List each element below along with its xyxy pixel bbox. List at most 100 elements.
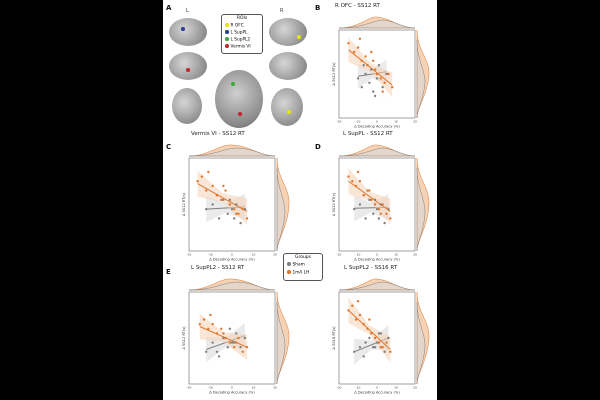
data-point-stim <box>377 207 381 211</box>
data-point-stim <box>241 350 244 353</box>
data-point-sham <box>243 207 247 211</box>
data-point-stim <box>235 212 238 215</box>
data-point-stim <box>215 194 219 197</box>
roi-legend-title: ROIs <box>236 16 248 21</box>
top-density-sham <box>338 19 416 29</box>
data-point-stim <box>245 217 249 220</box>
data-point-stim <box>347 42 350 45</box>
x-tick-label: 20 <box>413 253 417 257</box>
data-point-stim <box>237 336 240 340</box>
data-point-sham <box>373 94 377 98</box>
groups-legend-label: Sham <box>292 262 305 268</box>
data-point-stim <box>356 46 360 49</box>
data-point-stim <box>235 341 238 344</box>
data-point-sham <box>226 346 229 349</box>
x-tick-label: -20 <box>187 253 192 257</box>
data-point-sham <box>370 68 373 71</box>
data-point-sham <box>368 198 371 202</box>
data-point-stim <box>373 336 377 340</box>
data-point-sham <box>360 86 363 89</box>
panel-d-title: L SupPL - SS12 RT <box>343 131 393 137</box>
y-axis-label: Δ SS12 RT(s) <box>182 326 186 350</box>
data-point-stim <box>347 309 350 312</box>
data-point-stim <box>370 50 373 54</box>
data-point-sham <box>228 198 232 202</box>
y-axis-label: Δ SS12 RT(s) <box>182 192 186 216</box>
data-point-sham <box>372 212 375 215</box>
green-dot-icon <box>225 37 229 41</box>
data-point-stim <box>354 318 358 321</box>
y-axis-label: Δ SS12 RT(s) <box>332 62 336 86</box>
brain-axial-left-image <box>172 88 202 124</box>
groups-legend-title: Groups <box>294 255 312 260</box>
data-point-sham <box>383 350 386 353</box>
data-point-stim <box>228 341 232 344</box>
x-axis-label: Δ Decoding Accuracy (%) <box>354 125 400 129</box>
data-point-stim <box>224 336 227 340</box>
right-density-sham <box>416 301 426 385</box>
data-point-stim <box>381 90 384 93</box>
data-point-stim <box>211 184 214 188</box>
data-point-sham <box>205 350 208 353</box>
data-point-sham <box>232 217 236 220</box>
right-density-sham <box>276 301 286 385</box>
data-point-sham <box>217 355 221 358</box>
data-point-stim <box>385 212 388 215</box>
data-point-stim <box>377 341 381 344</box>
data-point-stim <box>245 346 249 349</box>
data-point-sham <box>358 203 362 206</box>
data-point-sham <box>372 90 375 93</box>
x-axis-label: Δ Decoding Accuracy (%) <box>209 391 255 395</box>
data-point-stim <box>354 184 358 188</box>
data-point-stim <box>196 180 199 183</box>
roi-legend-label: L SupPL <box>230 30 248 36</box>
brain-medial-left-image <box>169 52 207 80</box>
x-tick-label: -10 <box>208 253 213 257</box>
top-density-sham <box>338 281 416 291</box>
data-point-stim <box>353 50 356 54</box>
data-point-stim <box>368 189 371 192</box>
data-point-stim <box>379 77 382 80</box>
data-point-sham <box>364 217 367 220</box>
groups-legend: Groups Sham 1mA LH <box>283 253 323 281</box>
data-point-stim <box>347 175 350 178</box>
data-point-sham <box>211 341 214 344</box>
top-density-sham <box>338 147 416 157</box>
fit-line-stim <box>348 49 393 86</box>
data-point-stim <box>366 189 369 192</box>
x-tick-label: 10 <box>394 253 398 257</box>
data-point-stim <box>202 318 206 321</box>
data-point-stim <box>381 346 384 349</box>
data-point-stim <box>383 81 386 85</box>
roi-spot-vermis-vi-medial <box>186 68 190 72</box>
data-point-sham <box>226 212 229 215</box>
data-point-sham <box>383 221 386 225</box>
right-density-sham <box>416 167 426 252</box>
roi-legend-item: L SupPL2 <box>225 37 250 42</box>
top-density-sham <box>188 147 276 157</box>
orange-dot-icon <box>287 270 291 274</box>
data-point-stim <box>228 203 232 206</box>
x-tick-label: -20 <box>337 120 342 124</box>
x-tick-label: 0 <box>231 253 233 257</box>
data-point-stim <box>360 59 363 62</box>
data-point-sham <box>375 77 379 80</box>
x-tick-label: 10 <box>394 386 398 390</box>
data-point-stim <box>211 323 214 326</box>
fit-line-stim <box>197 183 248 212</box>
data-point-stim <box>373 68 377 71</box>
data-point-stim <box>232 207 236 211</box>
data-point-stim <box>375 72 379 76</box>
x-tick-label: 0 <box>376 120 378 124</box>
data-point-stim <box>220 198 223 202</box>
panel-letter-b: B <box>315 4 321 12</box>
right-density-sham <box>276 167 286 252</box>
data-point-stim <box>222 184 225 188</box>
data-point-stim <box>220 327 223 330</box>
roi-legend-label: R OFC <box>230 23 244 29</box>
data-point-sham <box>372 346 375 349</box>
x-axis-label: Δ Decoding Accuracy (%) <box>354 391 400 395</box>
data-point-stim <box>372 59 375 62</box>
x-tick-label: 20 <box>273 386 277 390</box>
